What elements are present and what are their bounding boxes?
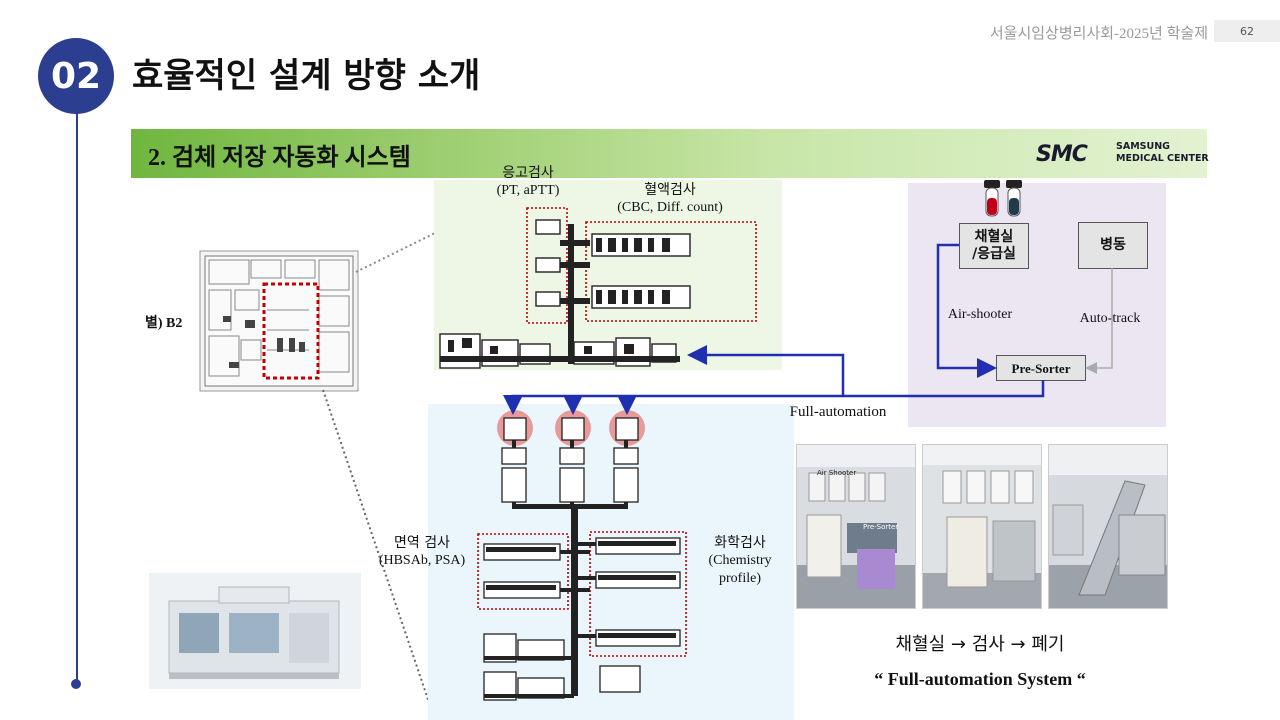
- chem-subtitle-2: profile): [719, 571, 761, 586]
- full-automation-label: Full-automation: [789, 404, 887, 420]
- section-title-text: 2. 검체 저장 자동화 시스템: [148, 145, 411, 171]
- ward-box: 병동: [1078, 222, 1148, 269]
- chem-subtitle-1: (Chemistry: [708, 553, 772, 568]
- coag-title: 응고검사: [502, 165, 554, 181]
- floor-plan-image: [199, 250, 359, 392]
- smc-logo-text: SAMSUNG MEDICAL CENTER: [1116, 141, 1209, 165]
- immuno-test-label: 면역 검사 (HBSAb, PSA): [362, 534, 482, 570]
- pre-sorter-box: Pre-Sorter: [996, 355, 1086, 381]
- blood-subtitle: (CBC, Diff. count): [617, 200, 723, 215]
- photo-label-air-shooter: Air Shooter: [817, 469, 856, 477]
- conveyor-photo: [1048, 444, 1168, 609]
- chem-title: 화학검사: [714, 535, 766, 551]
- floor-label: 별) B2: [145, 316, 183, 331]
- air-shooter-label: Air-shooter: [947, 307, 1013, 322]
- system-caption: “ Full-automation System “: [874, 669, 1086, 689]
- section-number-badge: 02: [38, 38, 114, 114]
- timeline-line: [76, 110, 78, 685]
- collection-room-line2: /응급실: [972, 246, 1016, 262]
- blood-title: 혈액검사: [644, 182, 696, 198]
- collection-room-box: 채혈실 /응급실: [959, 223, 1029, 269]
- coag-subtitle: (PT, aPTT): [496, 183, 560, 198]
- auto-track-label: Auto-track: [1079, 311, 1141, 326]
- immuno-subtitle: (HBSAb, PSA): [378, 553, 466, 568]
- header-note: 서울시임상병리사회-2025년 학술제: [989, 26, 1208, 42]
- immuno-title: 면역 검사: [394, 535, 450, 551]
- section-title: 2. 검체 저장 자동화 시스템: [148, 137, 411, 172]
- section-bar: [131, 129, 1207, 178]
- air-shooter-photo: Air Shooter Pre-Sorter: [796, 444, 916, 609]
- chem-test-label: 화학검사 (Chemistry profile): [690, 534, 790, 588]
- lower-lab-diagram: [428, 404, 794, 720]
- upper-lab-diagram: [434, 180, 782, 370]
- pre-sorter-photo: [922, 444, 1042, 609]
- page-title: 효율적인 설계 방향 소개: [132, 56, 481, 96]
- collection-room-line1: 채혈실: [974, 229, 1014, 245]
- logo-line1: SAMSUNG: [1116, 141, 1170, 152]
- blood-test-label: 혈액검사 (CBC, Diff. count): [600, 181, 740, 217]
- logo-line2: MEDICAL CENTER: [1116, 153, 1209, 164]
- coag-test-label: 응고검사 (PT, aPTT): [478, 164, 578, 200]
- blood-tubes-icon: [984, 180, 1022, 217]
- timeline-dot: [71, 679, 81, 689]
- process-caption: 채혈실 → 검사 → 폐기: [895, 634, 1065, 655]
- photo-label-pre-sorter: Pre-Sorter: [863, 523, 898, 531]
- smc-logo: SMC: [1036, 142, 1088, 167]
- automation-equipment-image: [149, 573, 361, 689]
- page-number: 62: [1214, 20, 1280, 42]
